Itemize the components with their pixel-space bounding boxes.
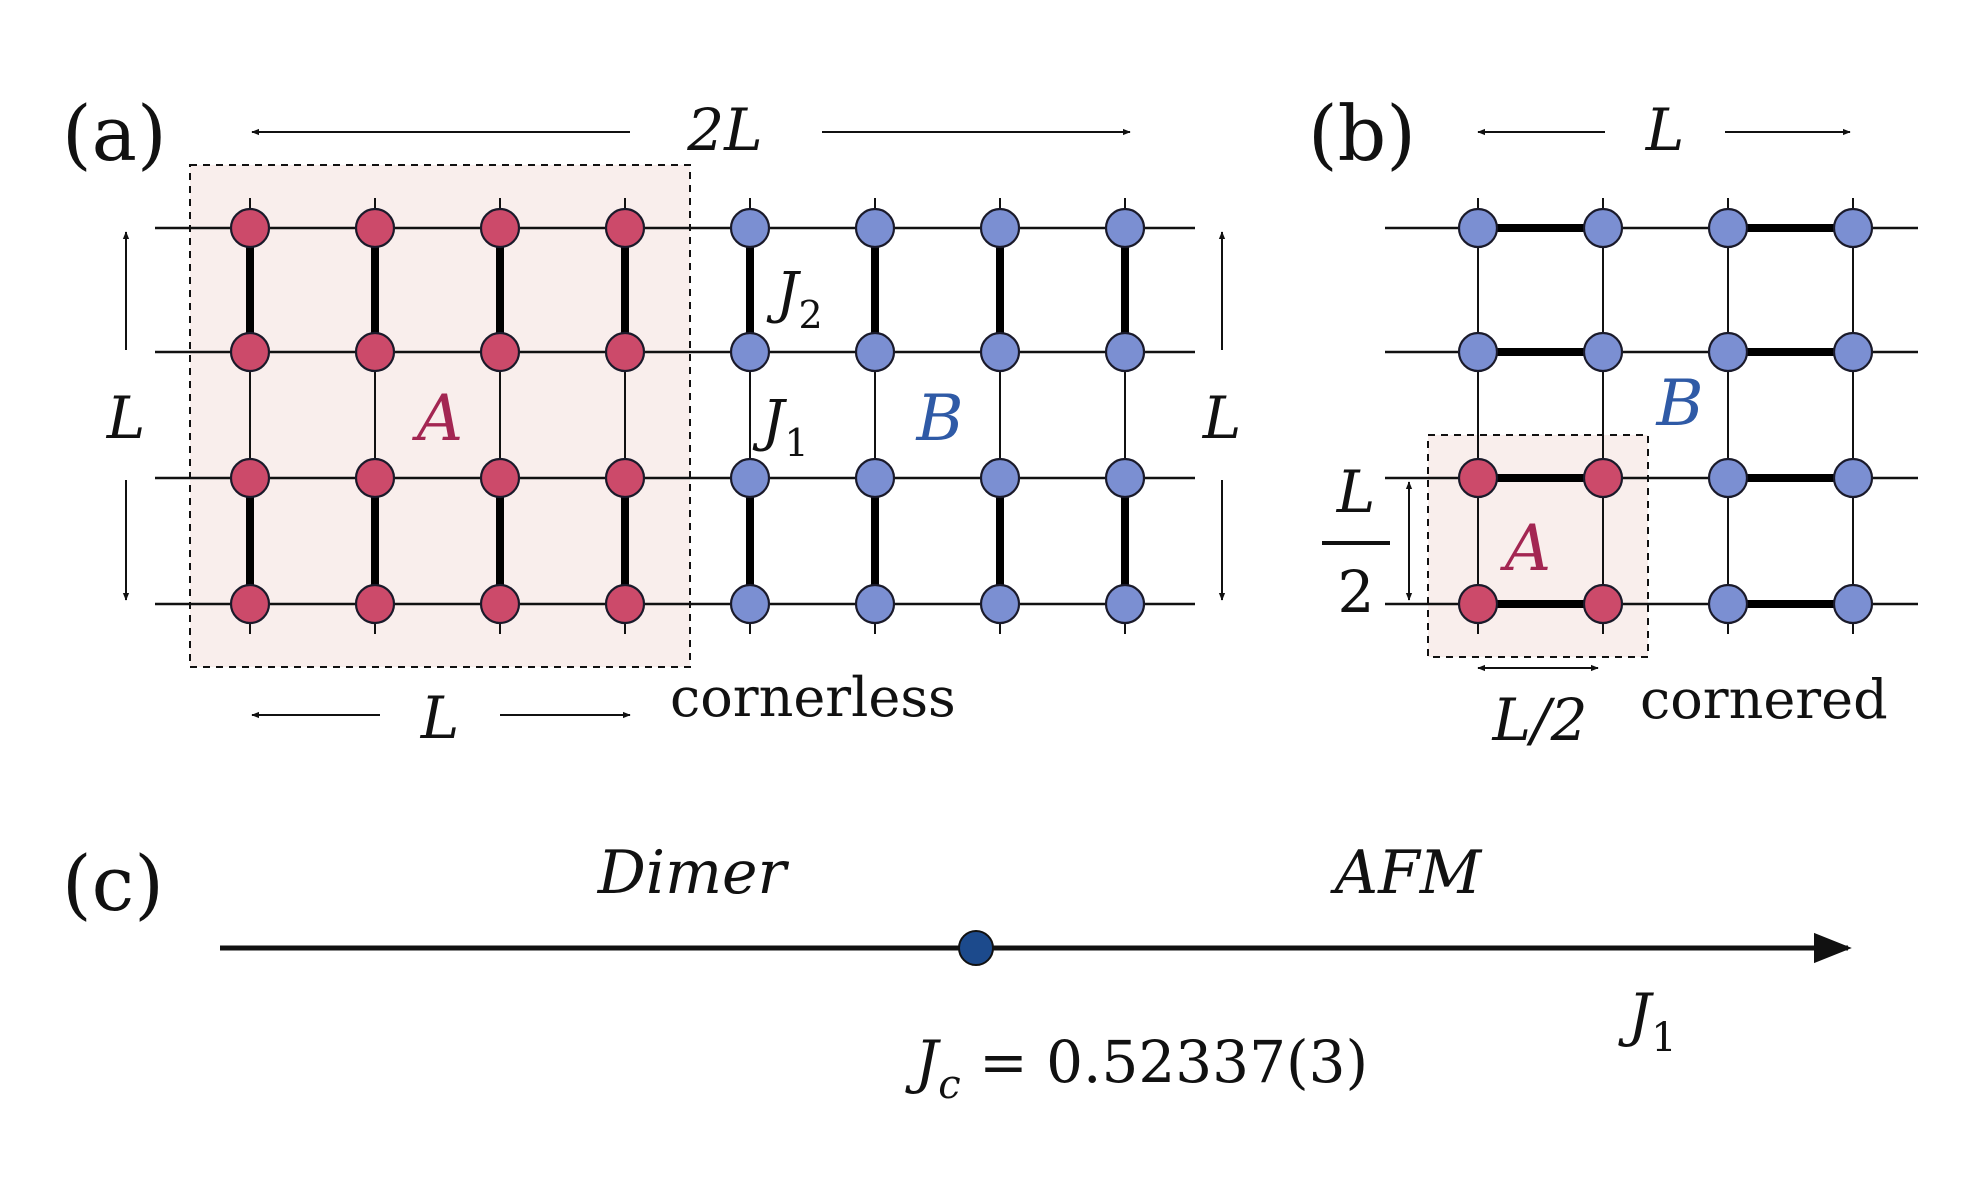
site-b [979,331,1021,373]
panel-b-lattice [1385,198,1918,634]
site-b [1582,207,1624,249]
region-b-label: B [915,382,963,456]
site-a [229,331,271,373]
height-label-right: L [1202,384,1242,452]
site-a [354,583,396,625]
site-b [854,331,896,373]
site-b [729,457,771,499]
site-b [854,457,896,499]
panel-b: (b) L L 2 L/2 A B cornered [1308,89,1918,754]
site-b [1104,457,1146,499]
site-b [1707,331,1749,373]
site-a [1457,457,1499,499]
site-a [229,207,271,249]
j2-sub: 2 [798,293,822,337]
site-b [729,207,771,249]
site-a [354,457,396,499]
axis-j1-label: J1 [1618,981,1677,1061]
j1-sub: 1 [784,421,808,465]
j1-main: J [752,389,788,454]
site-b [729,583,771,625]
j2-label: J2 [766,261,823,337]
site-a [229,583,271,625]
site-b [1832,457,1874,499]
site-a [479,457,521,499]
critical-rest: = 0.52337(3) [961,1028,1368,1096]
critical-value-label: Jc = 0.52337(3) [905,1028,1368,1108]
b-bottom-label: L/2 [1492,686,1588,754]
site-a [604,207,646,249]
site-a [479,207,521,249]
site-b [1104,583,1146,625]
j2-main: J [766,261,802,326]
site-b [1832,331,1874,373]
site-a [1582,583,1624,625]
critical-main: J [905,1028,941,1096]
panel-c-tag: (c) [62,839,164,928]
critical-point [958,930,994,966]
caption-cornerless: cornerless [670,666,956,729]
site-a [354,207,396,249]
phase-afm-label: AFM [1330,838,1483,908]
site-b [854,583,896,625]
axis-j1-main: J [1618,981,1654,1049]
site-b [1832,583,1874,625]
caption-cornered: cornered [1640,668,1888,731]
site-a [479,583,521,625]
height-label-left: L [106,384,146,452]
b-width-label: L [1645,96,1685,164]
panel-b-tag: (b) [1308,89,1416,178]
site-b [1832,207,1874,249]
site-b [1707,207,1749,249]
site-b [979,207,1021,249]
b-region-b-label: B [1655,367,1703,441]
site-b [1457,207,1499,249]
panel-a-lattice [155,198,1195,634]
site-a [479,331,521,373]
site-b [979,457,1021,499]
panel-c: (c) Dimer AFM Jc = 0.52337(3) J1 [62,838,1852,1108]
axis-j1-sub: 1 [1651,1015,1676,1061]
b-side-denominator: 2 [1338,558,1375,626]
width-label-2L: 2L [686,96,762,164]
site-b [979,583,1021,625]
panel-a-tag: (a) [62,89,167,178]
site-a [604,457,646,499]
site-b [1457,331,1499,373]
subsystem-a-boundary [189,164,691,668]
site-a [604,331,646,373]
site-b [854,207,896,249]
b-side-numerator: L [1336,458,1376,526]
bottom-label-L: L [420,684,460,752]
site-a [354,331,396,373]
site-a [229,457,271,499]
site-b [1104,207,1146,249]
site-b [1707,457,1749,499]
site-b [729,331,771,373]
j1-label: J1 [752,389,809,465]
b-region-a-label: A [1500,512,1551,586]
site-a [604,583,646,625]
critical-sub: c [938,1062,960,1108]
region-a-label: A [412,382,463,456]
site-a [1457,583,1499,625]
site-b [1707,583,1749,625]
panel-a: (a) 2L L L L J2 J1 A B cornerless [62,89,1241,752]
site-a [1582,457,1624,499]
subsystem-a-region [190,165,690,667]
subsystem-a-corner-boundary [1427,434,1649,658]
phase-dimer-label: Dimer [597,838,790,908]
site-b [1582,331,1624,373]
site-b [1104,331,1146,373]
